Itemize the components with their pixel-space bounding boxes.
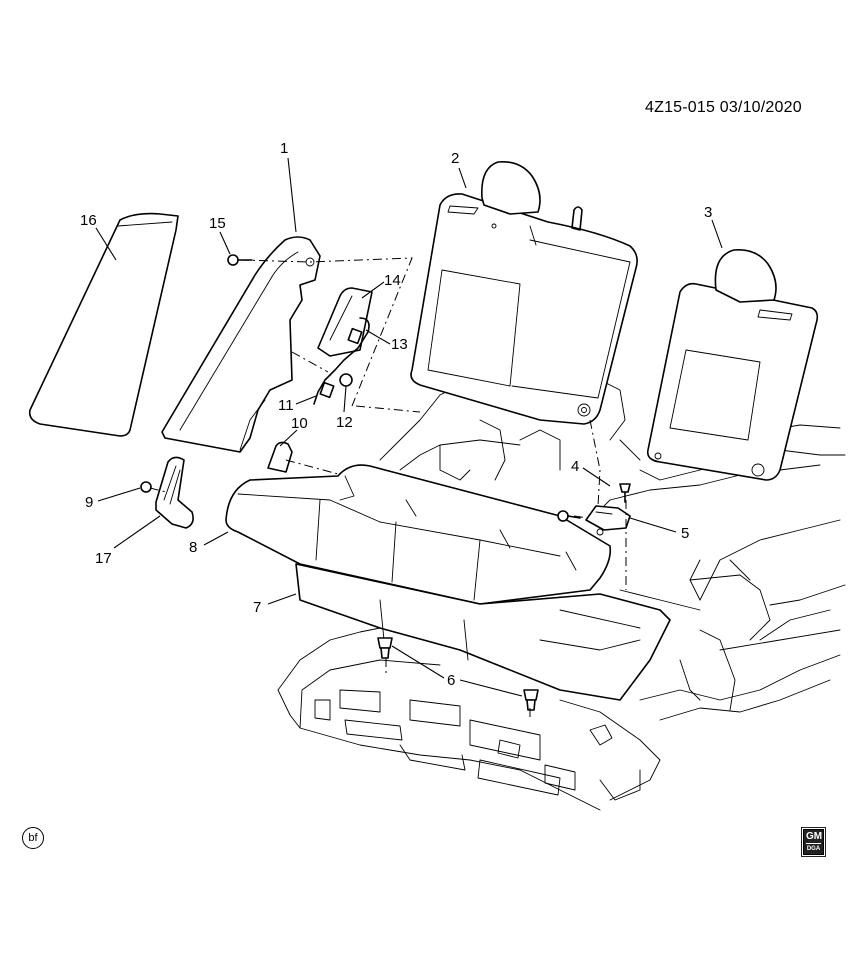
callout-1: 1 [280,140,288,157]
part-8-seat-cushion [225,464,612,605]
part-14-side-airbag-module [317,287,373,357]
gm-logo: GM DGA [801,827,826,857]
callout-4: 4 [571,458,579,475]
assembly-lines [149,257,627,720]
diagram-id: 4Z15-015 03/10/2020 [645,99,802,116]
part-16-side-bolster-panel [28,212,179,437]
callout-2: 2 [451,150,459,167]
callout-5: 5 [681,525,689,542]
callout-6: 6 [447,672,455,689]
callout-13: 13 [391,336,408,353]
callout-14: 14 [384,272,401,289]
callout-9: 9 [85,494,93,511]
callout-8: 8 [189,539,197,556]
bf-badge: bf [22,827,44,849]
callout-7: 7 [253,599,261,616]
gm-logo-bottom: DGA [806,846,821,852]
callout-leaders [95,157,723,697]
callout-10: 10 [291,415,308,432]
gm-logo-top: GM [806,831,823,844]
part-10-bracket [267,441,293,473]
part-17-seat-strap [155,456,194,529]
callout-12: 12 [336,414,353,431]
part-4-bolt [557,483,631,522]
part-5-latch-bracket [585,505,631,536]
vehicle-floor-structure [277,379,846,811]
callout-labels: 1 2 3 4 5 6 7 8 9 10 11 12 13 14 15 16 1… [80,140,712,689]
part-2-left-seatback [410,160,638,425]
part-3-right-seatback [646,248,819,481]
part-11-12-13-wiring-harness [313,317,370,405]
part-9-fastener [140,481,152,493]
part-7-cushion-frame [295,563,671,701]
callout-11: 11 [278,397,294,414]
callout-15: 15 [209,215,226,232]
part-1-seatback-bolster [161,236,321,453]
part-6-clips [377,637,539,711]
callout-17: 17 [95,550,112,567]
callout-3: 3 [704,204,712,221]
callout-16: 16 [80,212,97,229]
